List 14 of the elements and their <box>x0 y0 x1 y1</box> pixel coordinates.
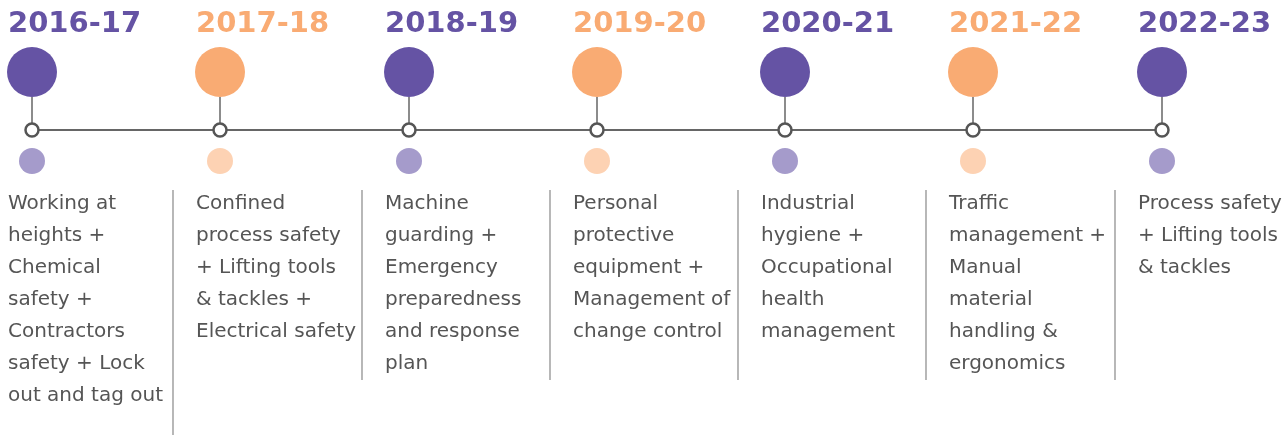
year-heading: 2021-22 <box>949 4 1083 40</box>
year-heading: 2016-17 <box>8 4 142 40</box>
milestone-description: Process safety + Lifting tools & tackles <box>1138 189 1282 280</box>
milestone-description: Working at heights + Chemical safety + Contractors safety + Lock out and tag out <box>8 189 164 408</box>
year-heading: 2020-21 <box>761 4 895 40</box>
milestone-description: Traffic management + Manual material handling & ergonomics <box>949 189 1108 376</box>
year-heading: 2018-19 <box>385 4 519 40</box>
year-heading: 2022-23 <box>1138 4 1272 40</box>
milestone-description: Machine guarding + Emergency preparedness and response plan <box>385 189 523 376</box>
year-heading: 2017-18 <box>196 4 330 40</box>
milestone-description: Confined process safety + Lifting tools & tackles + Electrical safety <box>196 189 356 344</box>
milestone-description: Personal protective equipment + Management of change control <box>573 189 732 344</box>
year-heading: 2019-20 <box>573 4 707 40</box>
milestone-description: Industrial hygiene + Occupational health management <box>761 189 896 344</box>
